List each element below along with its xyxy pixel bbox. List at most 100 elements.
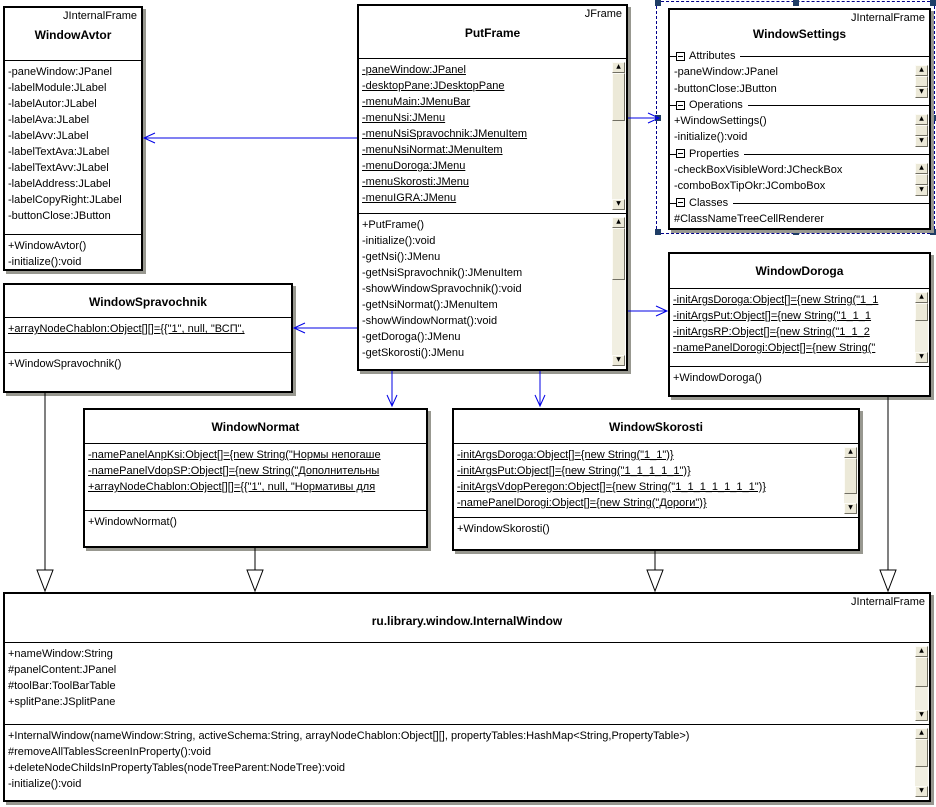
scroll-up-icon[interactable]: ▲ <box>844 447 857 458</box>
collapse-icon[interactable] <box>676 100 685 110</box>
scroll-up-icon[interactable]: ▲ <box>915 728 928 739</box>
attributes-scrollbar[interactable]: ▲ ▼ <box>915 646 928 721</box>
method: -getNsi():JMenu <box>362 251 441 263</box>
class-header: WindowDoroga <box>670 254 929 288</box>
generalization-windowskorosti-to-internalwindow[interactable] <box>646 551 664 593</box>
class-windowspravochnik[interactable]: WindowSpravochnik +arrayNodeChablon:Obje… <box>3 283 293 393</box>
collapse-icon[interactable] <box>676 51 685 61</box>
generalization-windowdoroga-to-internalwindow[interactable] <box>879 397 897 593</box>
association-putframe-to-windowavtor[interactable] <box>142 131 357 145</box>
scrollbar-track[interactable] <box>915 687 928 710</box>
attribute: -paneWindow:JPanel <box>8 66 112 78</box>
class-internalwindow[interactable]: JInternalFrame ru.library.window.Interna… <box>3 592 931 802</box>
class-putframe[interactable]: JFrame PutFrame -paneWindow:JPanel -desk… <box>357 4 628 371</box>
methods-compartment: +WindowSpravochnik() <box>5 352 291 391</box>
method: +InternalWindow(nameWindow:String, activ… <box>8 730 690 742</box>
methods-scrollbar[interactable]: ▲ ▼ <box>612 217 625 366</box>
method: -getSkorosti():JMenu <box>362 347 465 359</box>
scroll-up-icon[interactable]: ▲ <box>915 114 928 125</box>
class-windownormat[interactable]: WindowNormat -namePanelAnpKsi:Object[]={… <box>83 408 428 548</box>
selection-handle[interactable] <box>655 0 661 6</box>
scroll-up-icon[interactable]: ▲ <box>612 217 625 228</box>
scrollbar-thumb[interactable] <box>915 303 928 321</box>
scroll-down-icon[interactable]: ▼ <box>915 87 928 98</box>
scrollbar-thumb[interactable] <box>844 458 857 494</box>
scrollbar-track[interactable] <box>915 767 928 786</box>
association-putframe-to-windowsettings[interactable] <box>628 111 661 125</box>
association-putframe-to-windowskorosti[interactable] <box>533 371 547 408</box>
scrollbar-track[interactable] <box>844 494 857 503</box>
scrollbar-thumb[interactable] <box>915 174 928 185</box>
attribute: -namePanelDorogi:Object[]={new String(" <box>673 342 876 354</box>
scrollbar-thumb[interactable] <box>915 739 928 767</box>
properties-scrollbar[interactable]: ▲ ▼ <box>915 163 928 196</box>
attribute: #toolBar:ToolBarTable <box>8 680 116 692</box>
scroll-down-icon[interactable]: ▼ <box>915 710 928 721</box>
attributes-scrollbar[interactable]: ▲ ▼ <box>915 65 928 98</box>
scrollbar-thumb[interactable] <box>915 657 928 687</box>
section-header-properties[interactable]: Properties <box>670 146 929 162</box>
scroll-down-icon[interactable]: ▼ <box>915 185 928 196</box>
scroll-up-icon[interactable]: ▲ <box>915 163 928 174</box>
class-name: WindowSettings <box>752 27 847 41</box>
scrollbar-thumb[interactable] <box>915 76 928 87</box>
scroll-up-icon[interactable]: ▲ <box>915 292 928 303</box>
generalization-windownormat-to-internalwindow[interactable] <box>246 548 264 593</box>
operations-scrollbar[interactable]: ▲ ▼ <box>915 114 928 147</box>
method: -getNsiSpravochnik():JMenuItem <box>362 267 523 279</box>
collapse-icon[interactable] <box>676 198 685 208</box>
section-label: Operations <box>685 99 748 112</box>
attributes-scrollbar[interactable]: ▲ ▼ <box>915 292 928 363</box>
association-putframe-to-windowspravochnik[interactable] <box>292 321 357 335</box>
scroll-up-icon[interactable]: ▲ <box>915 646 928 657</box>
class-name: WindowDoroga <box>755 264 844 278</box>
class-windowsettings[interactable]: JInternalFrame WindowSettings Attributes… <box>668 8 931 230</box>
section-header-classes[interactable]: Classes <box>670 195 929 211</box>
selection-handle[interactable] <box>930 0 936 6</box>
selection-handle[interactable] <box>793 229 799 235</box>
scroll-up-icon[interactable]: ▲ <box>915 65 928 76</box>
attribute: -menuSkorosti:JMenu <box>362 176 469 188</box>
attributes-scrollbar[interactable]: ▲ ▼ <box>844 447 857 514</box>
scroll-down-icon[interactable]: ▼ <box>915 136 928 147</box>
scrollbar-track[interactable] <box>612 121 625 199</box>
methods-compartment: +PutFrame() -initialize():void -getNsi()… <box>359 213 626 369</box>
section-header-operations[interactable]: Operations <box>670 97 929 113</box>
scrollbar-track[interactable] <box>915 321 928 352</box>
scroll-down-icon[interactable]: ▼ <box>844 503 857 514</box>
attribute: -initArgsPut:Object[]={new String("1_1_1 <box>673 310 872 322</box>
attribute: -labelModule:JLabel <box>8 82 107 94</box>
association-putframe-to-windowdoroga[interactable] <box>628 304 669 318</box>
scroll-down-icon[interactable]: ▼ <box>915 352 928 363</box>
scroll-down-icon[interactable]: ▼ <box>612 355 625 366</box>
attribute: -labelTextAva:JLabel <box>8 146 110 158</box>
method: +WindowSpravochnik() <box>8 358 122 370</box>
association-putframe-to-windownormat[interactable] <box>385 371 399 408</box>
attribute: -initArgsDoroga:Object[]={new String("1_… <box>457 449 674 461</box>
selection-handle[interactable] <box>930 229 936 235</box>
selection-handle[interactable] <box>655 229 661 235</box>
collapse-icon[interactable] <box>676 149 685 159</box>
scrollbar-thumb[interactable] <box>612 73 625 121</box>
scrollbar-thumb[interactable] <box>915 125 928 136</box>
attributes-scrollbar[interactable]: ▲ ▼ <box>612 62 625 210</box>
class-name: WindowSpravochnik <box>89 295 207 309</box>
class-windowskorosti[interactable]: WindowSkorosti -initArgsDoroga:Object[]=… <box>452 408 860 551</box>
generalization-windowspravochnik-to-internalwindow[interactable] <box>36 393 54 593</box>
attribute: -namePanelDorogi:Object[]={new String("Д… <box>457 497 707 509</box>
selection-handle[interactable] <box>793 0 799 6</box>
scroll-down-icon[interactable]: ▼ <box>612 199 625 210</box>
selection-handle[interactable] <box>930 115 936 121</box>
sections: Attributes -paneWindow:JPanel -buttonClo… <box>670 48 929 227</box>
scrollbar-thumb[interactable] <box>612 228 625 280</box>
scroll-down-icon[interactable]: ▼ <box>915 786 928 797</box>
methods-compartment: +WindowAvtor() -initialize():void <box>5 234 141 269</box>
scroll-up-icon[interactable]: ▲ <box>612 62 625 73</box>
class-windowdoroga[interactable]: WindowDoroga -initArgsDoroga:Object[]={n… <box>668 252 931 397</box>
methods-scrollbar[interactable]: ▲ ▼ <box>915 728 928 797</box>
section-header-attributes[interactable]: Attributes <box>670 48 929 64</box>
scrollbar-track[interactable] <box>612 280 625 355</box>
class-windowavtor[interactable]: JInternalFrame WindowAvtor -paneWindow:J… <box>3 6 143 271</box>
methods-compartment: +InternalWindow(nameWindow:String, activ… <box>5 724 929 800</box>
property: -comboBoxTipOkr:JComboBox <box>674 180 826 193</box>
